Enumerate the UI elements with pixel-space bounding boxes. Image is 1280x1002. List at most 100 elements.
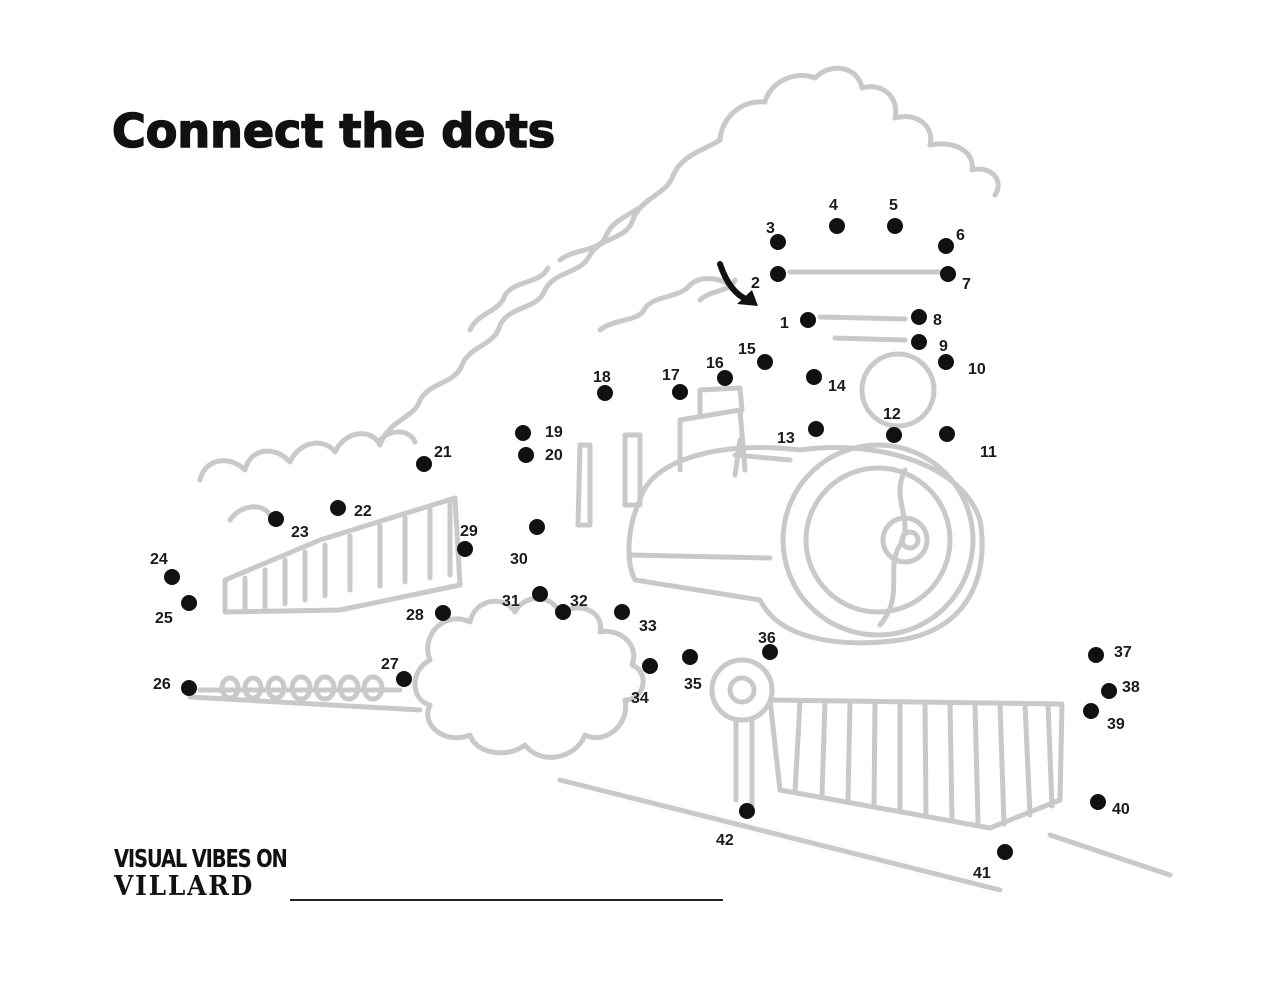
faint-train-outline <box>187 65 1173 893</box>
dot-marker[interactable] <box>330 500 346 516</box>
dot-18[interactable]: 18 <box>593 369 613 401</box>
dot-20[interactable]: 20 <box>518 447 563 464</box>
dot-number-label: 15 <box>738 341 756 358</box>
dot-marker[interactable] <box>762 644 778 660</box>
dot-19[interactable]: 19 <box>515 424 563 441</box>
dot-marker[interactable] <box>739 803 755 819</box>
dot-22[interactable]: 22 <box>330 500 372 520</box>
cab-window-outline <box>575 432 643 528</box>
dot-marker[interactable] <box>911 334 927 350</box>
axle-outline <box>733 717 755 808</box>
smokebox-handle-center <box>899 529 921 551</box>
dot-number-label: 38 <box>1122 679 1140 696</box>
dot-marker[interactable] <box>642 658 658 674</box>
dot-marker[interactable] <box>1101 683 1117 699</box>
dot-marker[interactable] <box>532 586 548 602</box>
dot-28[interactable]: 28 <box>406 605 451 624</box>
dot-marker[interactable] <box>1088 647 1104 663</box>
dot-marker[interactable] <box>997 844 1013 860</box>
dot-26[interactable]: 26 <box>153 676 197 696</box>
dot-35[interactable]: 35 <box>682 649 702 693</box>
dot-marker[interactable] <box>757 354 773 370</box>
dot-17[interactable]: 17 <box>662 367 688 400</box>
dot-marker[interactable] <box>435 605 451 621</box>
dot-marker[interactable] <box>829 218 845 234</box>
dot-37[interactable]: 37 <box>1088 644 1132 663</box>
dot-24[interactable]: 24 <box>150 551 180 585</box>
dot-7[interactable]: 7 <box>940 266 971 293</box>
dot-marker[interactable] <box>518 447 534 463</box>
dot-marker[interactable] <box>770 266 786 282</box>
dot-marker[interactable] <box>457 541 473 557</box>
dot-3[interactable]: 3 <box>766 220 786 250</box>
dot-23[interactable]: 23 <box>268 511 309 541</box>
dot-39[interactable]: 39 <box>1083 703 1125 733</box>
dot-12[interactable]: 12 <box>883 406 902 443</box>
dot-15[interactable]: 15 <box>738 341 773 370</box>
dot-30[interactable]: 30 <box>510 519 545 568</box>
smokebox-door-outline <box>780 442 976 638</box>
dot-16[interactable]: 16 <box>706 355 733 386</box>
dot-marker[interactable] <box>1083 703 1099 719</box>
dot-36[interactable]: 36 <box>758 630 778 660</box>
dot-number-label: 3 <box>766 220 775 237</box>
dot-marker[interactable] <box>887 218 903 234</box>
dot-marker[interactable] <box>555 604 571 620</box>
dot-21[interactable]: 21 <box>416 444 452 472</box>
dot-marker[interactable] <box>808 421 824 437</box>
dot-38[interactable]: 38 <box>1101 679 1140 699</box>
dot-6[interactable]: 6 <box>938 227 965 254</box>
dot-9[interactable]: 9 <box>911 334 948 355</box>
dot-5[interactable]: 5 <box>887 197 903 234</box>
dot-marker[interactable] <box>770 234 786 250</box>
dot-marker[interactable] <box>682 649 698 665</box>
dot-34[interactable]: 34 <box>631 658 658 707</box>
dot-2[interactable]: 2 <box>751 266 786 292</box>
dot-31[interactable]: 31 <box>502 586 548 610</box>
dot-marker[interactable] <box>181 595 197 611</box>
dot-11[interactable]: 11 <box>939 426 997 461</box>
dot-marker[interactable] <box>515 425 531 441</box>
dot-25[interactable]: 25 <box>155 595 197 627</box>
name-writing-line[interactable] <box>290 899 723 901</box>
dot-marker[interactable] <box>717 370 733 386</box>
dot-marker[interactable] <box>181 680 197 696</box>
dot-marker[interactable] <box>1090 794 1106 810</box>
dot-marker[interactable] <box>886 427 902 443</box>
dot-13[interactable]: 13 <box>777 421 824 447</box>
dot-14[interactable]: 14 <box>806 369 846 395</box>
dot-number-label: 22 <box>354 503 372 520</box>
dot-marker[interactable] <box>416 456 432 472</box>
dot-41[interactable]: 41 <box>973 844 1013 882</box>
dot-32[interactable]: 32 <box>555 593 588 620</box>
dot-marker[interactable] <box>939 426 955 442</box>
dot-1[interactable]: 1 <box>780 312 816 332</box>
headlamp-outline <box>859 351 937 429</box>
dot-marker[interactable] <box>597 385 613 401</box>
dot-marker[interactable] <box>938 238 954 254</box>
dot-40[interactable]: 40 <box>1090 794 1130 818</box>
dot-number-label: 12 <box>883 406 901 423</box>
dot-marker[interactable] <box>396 671 412 687</box>
dot-marker[interactable] <box>911 309 927 325</box>
dot-marker[interactable] <box>938 354 954 370</box>
dot-29[interactable]: 29 <box>457 523 478 557</box>
dot-marker[interactable] <box>800 312 816 328</box>
front-smoke-puff-outline <box>412 595 646 760</box>
dot-10[interactable]: 10 <box>938 354 986 378</box>
dot-33[interactable]: 33 <box>614 604 657 635</box>
dot-27[interactable]: 27 <box>381 656 412 687</box>
dot-marker[interactable] <box>164 569 180 585</box>
dot-marker[interactable] <box>614 604 630 620</box>
dot-4[interactable]: 4 <box>829 197 845 234</box>
dot-number-label: 24 <box>150 551 168 568</box>
dot-marker[interactable] <box>940 266 956 282</box>
tender-outline <box>222 495 463 615</box>
dot-marker[interactable] <box>529 519 545 535</box>
dot-marker[interactable] <box>268 511 284 527</box>
dot-marker[interactable] <box>806 369 822 385</box>
dot-marker[interactable] <box>672 384 688 400</box>
dot-8[interactable]: 8 <box>911 309 942 329</box>
dot-42[interactable]: 42 <box>716 803 755 849</box>
